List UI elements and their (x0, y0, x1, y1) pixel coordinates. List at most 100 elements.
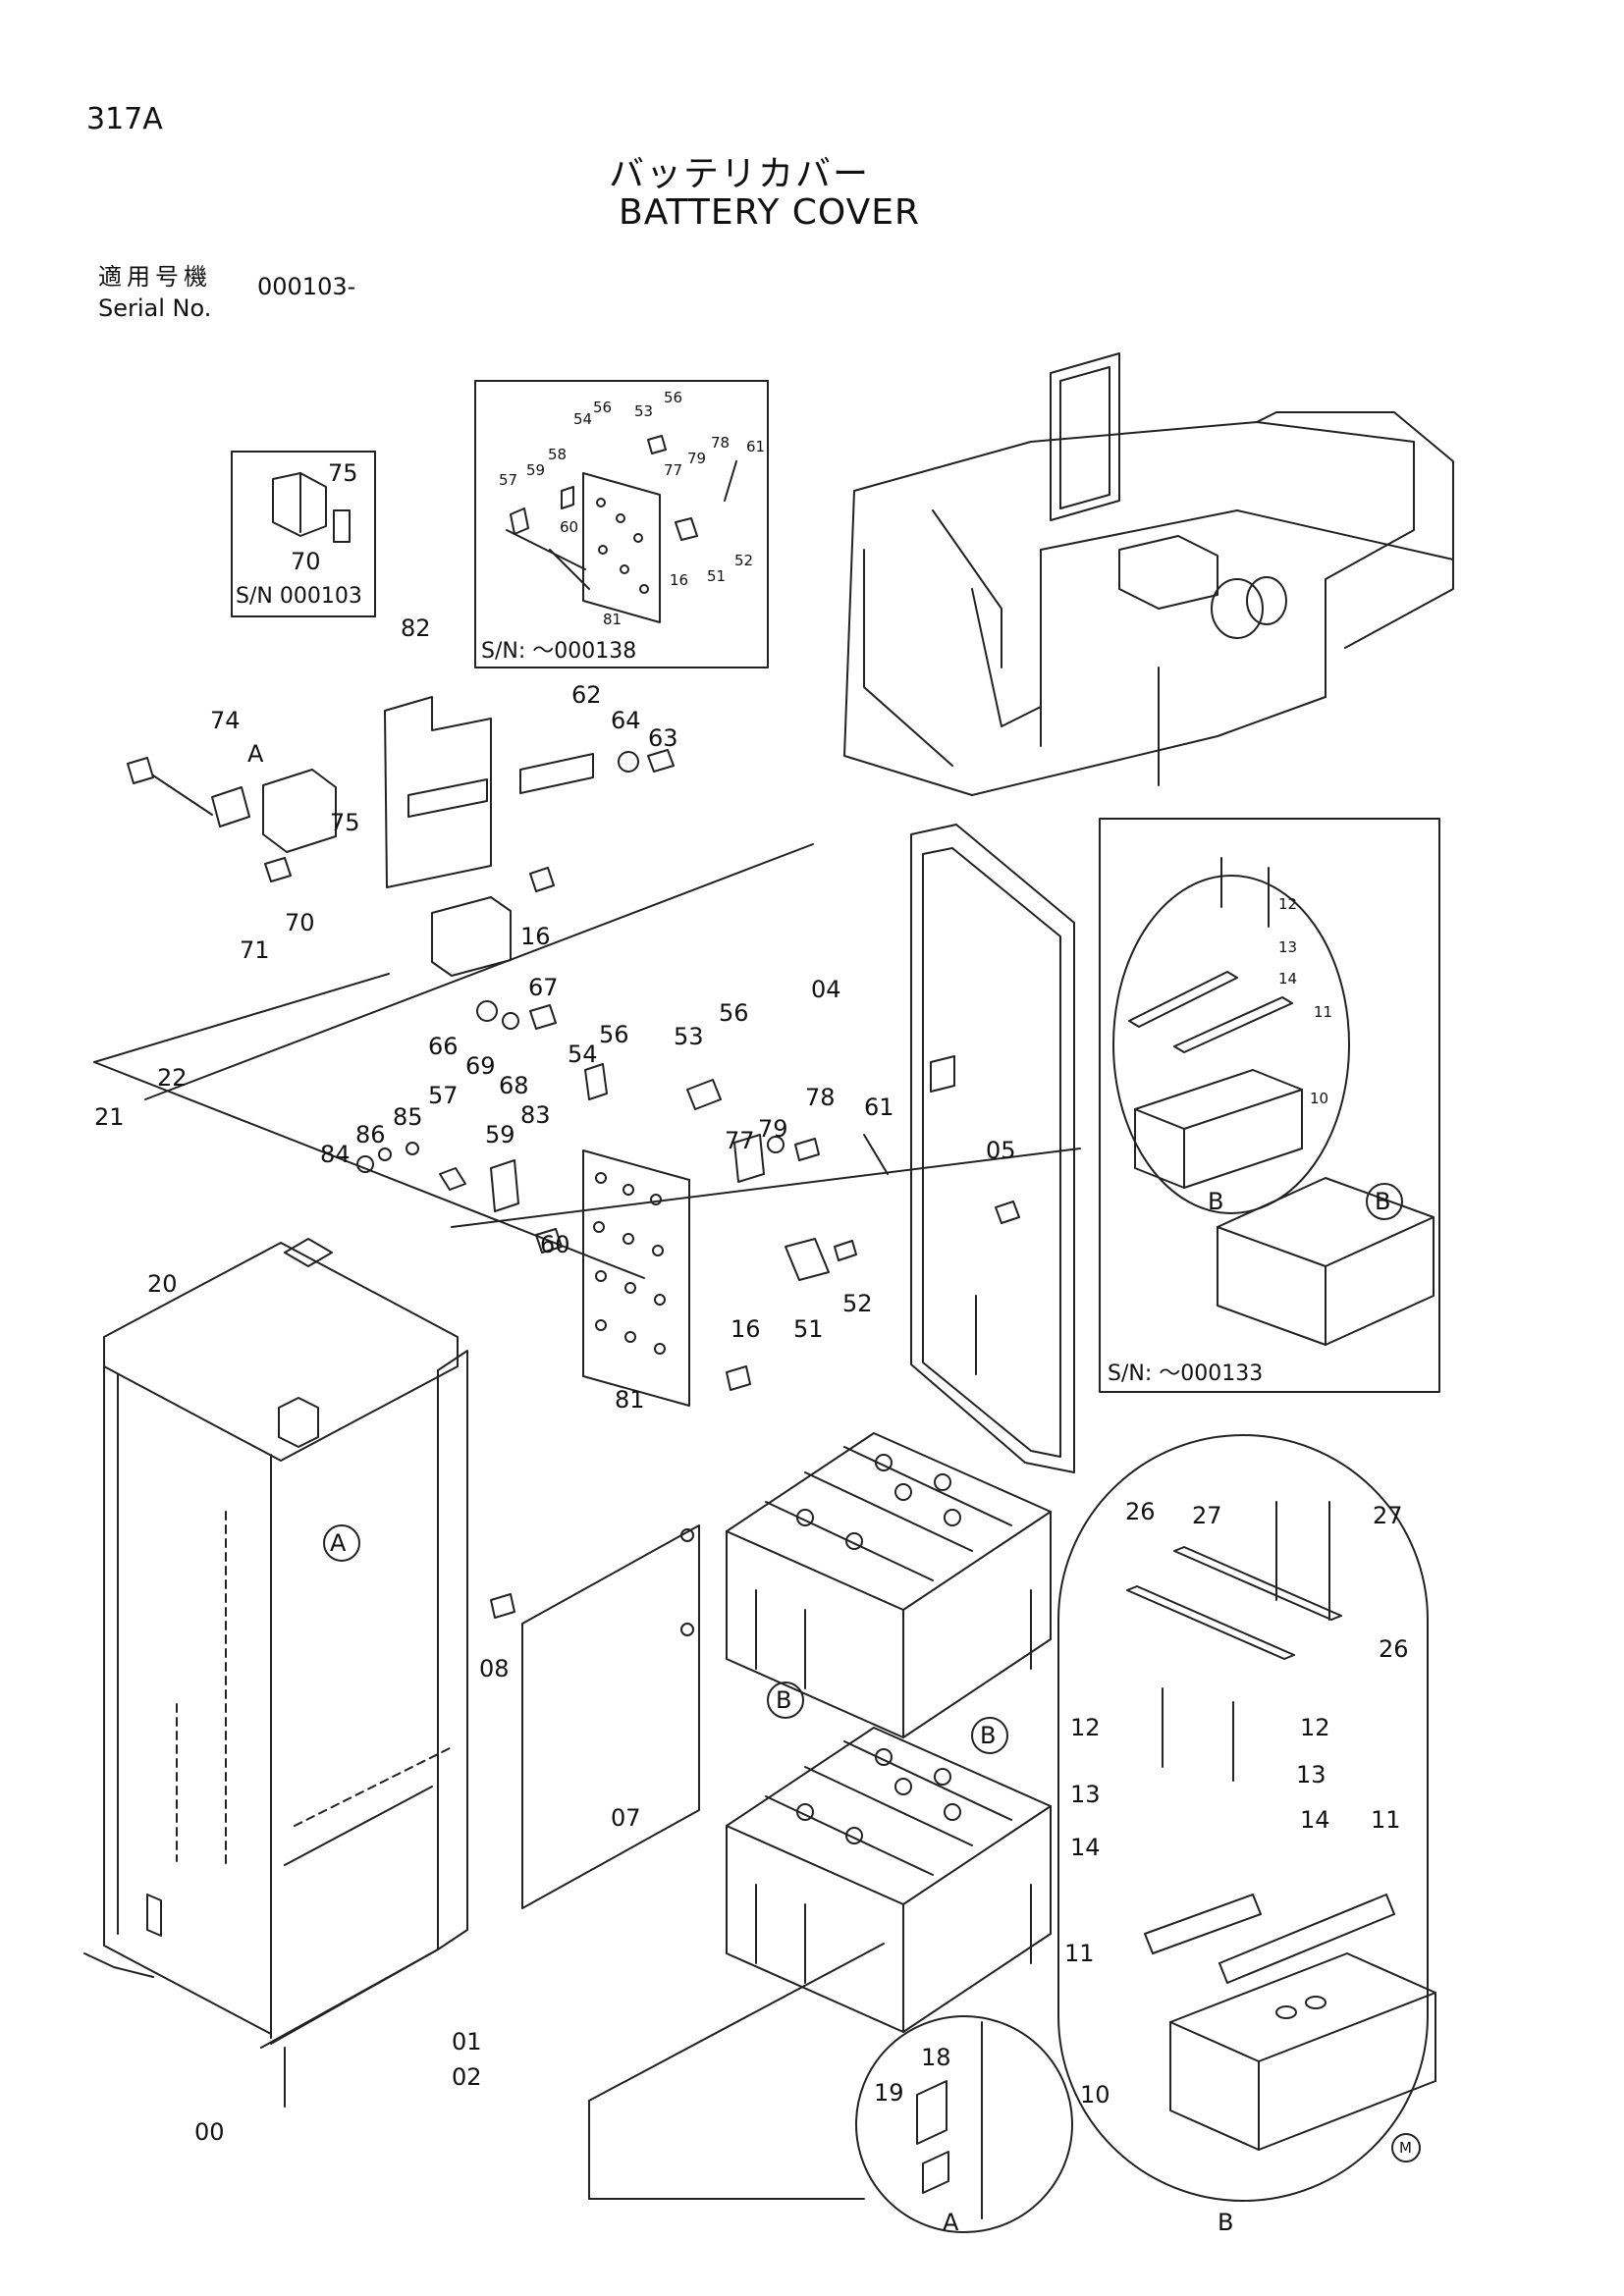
title-english: BATTERY COVER (619, 192, 920, 233)
part-label: 54 (573, 410, 592, 428)
inset-box-sn-000133 (1099, 818, 1440, 1393)
callout-b-circle-1 (767, 1682, 804, 1719)
part-label: 14 (1070, 1834, 1101, 1861)
part-label: 57 (499, 471, 517, 489)
part-label: 56 (719, 999, 749, 1027)
callout-b-text-2: B (980, 1722, 996, 1749)
part-label: 13 (1070, 1781, 1101, 1808)
part-label: 22 (157, 1064, 188, 1092)
plate-drawing-mid (582, 472, 661, 623)
inset-label-sn-000133: S/N: ～000133 (1108, 1362, 1263, 1386)
part-label: 26 (1125, 1498, 1156, 1525)
part-label: 75 (330, 809, 360, 836)
part-label: 61 (864, 1094, 894, 1121)
part-label: 00 (194, 2118, 225, 2146)
part-label: 20 (147, 1270, 178, 1298)
callout-b-text-1: B (776, 1686, 791, 1714)
part-label: 14 (1278, 970, 1297, 988)
part-label: 12 (1070, 1714, 1101, 1741)
door-04-drawing (910, 824, 1075, 1473)
inset-label-sn-000103: S/N 000103 (236, 584, 362, 609)
mark-m-text: M (1399, 2139, 1412, 2157)
mark-m-circle (1391, 2133, 1421, 2163)
part-label: 16 (670, 571, 688, 589)
label-b-bottom: B (1218, 2209, 1233, 2236)
battery-group-upper-drawing (726, 1432, 1052, 1738)
detail-circle-a (855, 2015, 1073, 2233)
terminal-62-drawing (519, 753, 594, 794)
cover-plate-07-drawing (521, 1524, 700, 1909)
part-label: 70 (291, 548, 321, 575)
part-label: 10 (1080, 2081, 1110, 2109)
callout-b-text-3: B (1375, 1188, 1390, 1215)
part-label: 52 (842, 1290, 873, 1317)
callout-b-circle-3 (1366, 1183, 1403, 1220)
battery-box-frame-drawing (83, 1238, 468, 2049)
label-b-inset: B (1208, 1188, 1223, 1215)
part-label: 14 (1300, 1806, 1330, 1834)
part-label: 77 (725, 1127, 755, 1154)
part-label: 12 (1278, 895, 1297, 913)
part-label: 11 (1314, 1003, 1332, 1021)
part-label: 58 (548, 446, 567, 463)
plate-81-drawing (582, 1149, 690, 1407)
part-label: 66 (428, 1033, 459, 1060)
part-label: 54 (568, 1041, 598, 1068)
part-label: 78 (711, 434, 730, 452)
part-label: 68 (499, 1072, 529, 1099)
part-label: 13 (1296, 1761, 1326, 1789)
battery-10-drawing (1169, 1952, 1436, 2151)
part-label: 61 (746, 438, 765, 455)
serial-label-english: Serial No. (98, 294, 212, 322)
part-label: 13 (1278, 938, 1297, 956)
part-label: 16 (520, 923, 551, 950)
inset-box-sn-000103 (231, 451, 376, 617)
part-label: 57 (428, 1082, 459, 1109)
part-label: 79 (687, 450, 706, 467)
part-label: 63 (648, 724, 678, 752)
part-label: 62 (571, 681, 602, 709)
part-label: 10 (1310, 1090, 1328, 1107)
part-label: 85 (393, 1103, 423, 1131)
battery-group-lower-drawing (726, 1727, 1052, 2033)
part-label: 53 (674, 1023, 704, 1050)
part-label: 01 (452, 2028, 482, 2056)
part-label: 18 (921, 2044, 951, 2071)
part-label: 70 (285, 909, 315, 936)
part-label: 82 (401, 614, 431, 642)
part-label: 27 (1192, 1502, 1222, 1529)
label-a-left: A (247, 740, 264, 768)
part-label: 83 (520, 1101, 551, 1129)
part-label: 04 (811, 976, 841, 1003)
part-label: 64 (611, 707, 641, 734)
page-number: 317A (86, 102, 163, 136)
part-label: 59 (485, 1121, 515, 1148)
callout-a-text-1: A (330, 1529, 347, 1557)
part-label: 07 (611, 1804, 641, 1832)
inset-label-sn-000138: S/N: ～000138 (481, 639, 636, 664)
part-label: 71 (240, 936, 270, 964)
part-label: 84 (320, 1141, 351, 1168)
callout-b-circle-2 (971, 1717, 1008, 1754)
title-japanese: バッテリカバー (609, 154, 871, 194)
part-label: 74 (210, 707, 241, 734)
part-label: 05 (986, 1137, 1016, 1164)
serial-number-value: 000103- (257, 273, 356, 300)
bracket-82-drawing (384, 696, 492, 888)
part-label: 19 (874, 2079, 904, 2107)
serial-label-japanese: 適用号機 (98, 263, 212, 291)
part-label: 81 (603, 611, 622, 628)
label-a-bottom: A (943, 2209, 959, 2236)
part-label: 52 (734, 552, 753, 569)
part-label: 75 (328, 459, 358, 487)
part-label: 81 (615, 1386, 645, 1414)
part-label: 60 (560, 518, 578, 536)
part-label: 79 (758, 1115, 788, 1143)
part-label: 53 (634, 402, 653, 420)
part-label: 51 (707, 567, 726, 585)
part-label: 26 (1379, 1635, 1409, 1663)
part-label: 11 (1064, 1940, 1095, 1967)
callout-a-circle-1 (323, 1524, 360, 1562)
excavator-body-drawing (843, 352, 1454, 796)
